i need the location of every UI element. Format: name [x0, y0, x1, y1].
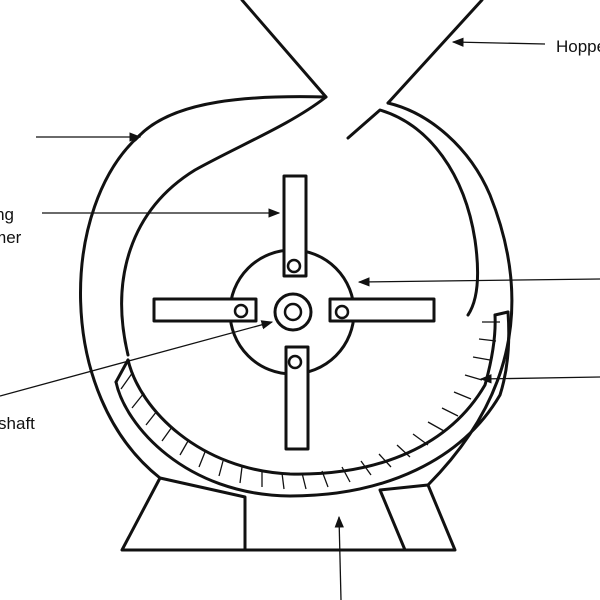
base-left-leg [158, 476, 247, 552]
screen-grate [114, 310, 511, 498]
base-right-leg [378, 483, 430, 552]
hopper-label: Hopper [556, 37, 600, 56]
outer-casing [79, 101, 514, 552]
hammer-top [282, 174, 308, 278]
hammer-bottom [284, 345, 310, 451]
outlet-leader [334, 515, 344, 600]
hopper-funnel-right [386, 0, 484, 105]
swinging-hammer-label-line1: Swinging [0, 205, 14, 224]
inner-casing [120, 95, 328, 357]
rotor-leader [357, 277, 600, 287]
hopper-leader [451, 37, 546, 47]
hammer-left [152, 297, 258, 323]
rotor [152, 174, 436, 451]
rotating-shaft-leader [0, 320, 274, 397]
shaft-hub-inner [283, 302, 303, 322]
hammer-pin-right [334, 304, 350, 320]
hammer-pin-bottom [287, 354, 303, 370]
hammer-pin-top [286, 258, 302, 274]
screen-leader [479, 374, 600, 384]
hammer-pin-left [233, 303, 249, 319]
swinging-hammer-label-line2: hammer [0, 228, 22, 247]
rotating-shaft-label: Rotating shaft [0, 414, 35, 433]
inner-casing-right [346, 108, 480, 317]
hammer-right [328, 297, 436, 323]
hopper-funnel [133, 0, 328, 142]
